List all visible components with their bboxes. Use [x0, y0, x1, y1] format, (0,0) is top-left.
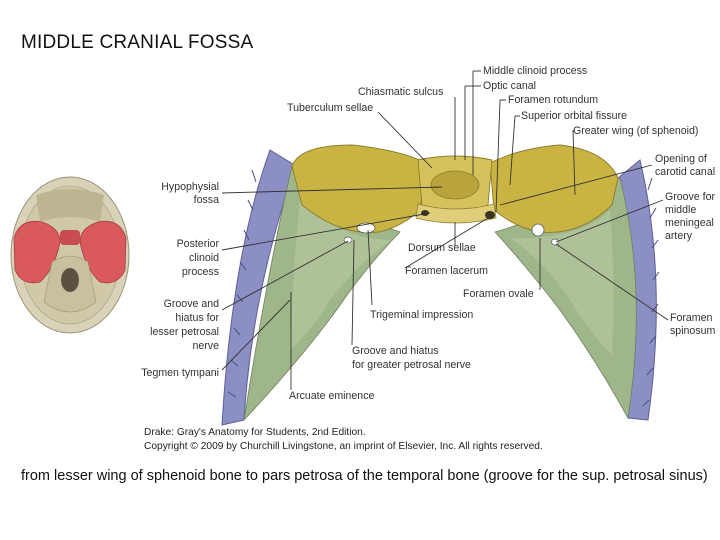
figure-credit: Drake: Gray's Anatomy for Students, 2nd …	[144, 427, 543, 452]
label-opening-carotid-1: Opening of	[655, 153, 707, 165]
label-dorsum-sellae: Dorsum sellae	[408, 242, 476, 254]
label-arcuate-eminence: Arcuate eminence	[289, 390, 374, 402]
label-foramen-spinosum-1: Foramen	[670, 312, 712, 324]
label-groove-lesser-2: hiatus for	[175, 312, 219, 324]
labels: Middle clinoid process Chiasmatic sulcus…	[141, 65, 715, 402]
credit-line-1: Drake: Gray's Anatomy for Students, 2nd …	[144, 427, 366, 438]
label-hypophysial-fossa-1: Hypophysial	[161, 181, 219, 193]
label-groove-greater-1: Groove and hiatus	[352, 345, 439, 357]
label-posterior-clinoid-1: Posterior	[177, 238, 220, 250]
label-foramen-rotundum: Foramen rotundum	[508, 94, 598, 106]
label-groove-lesser-4: nerve	[193, 340, 220, 352]
label-groove-mma-1: Groove for	[665, 191, 716, 203]
label-tuberculum-sellae: Tuberculum sellae	[287, 102, 373, 114]
fossa-illustration	[221, 144, 660, 426]
skull-base-thumbnail	[10, 176, 130, 334]
slide-caption: from lesser wing of sphenoid bone to par…	[21, 468, 708, 484]
label-chiasmatic-sulcus: Chiasmatic sulcus	[358, 86, 443, 98]
label-groove-lesser-3: lesser petrosal	[150, 326, 219, 338]
label-groove-mma-2: middle	[665, 204, 696, 216]
label-opening-carotid-2: carotid canal	[655, 166, 715, 178]
label-middle-clinoid-process: Middle clinoid process	[483, 65, 587, 77]
label-optic-canal: Optic canal	[483, 80, 536, 92]
label-foramen-spinosum-2: spinosum	[670, 325, 716, 337]
label-foramen-lacerum: Foramen lacerum	[405, 265, 488, 277]
label-tegmen-tympani: Tegmen tympani	[141, 367, 219, 379]
label-groove-lesser-1: Groove and	[164, 298, 219, 310]
label-groove-mma-3: meningeal	[665, 217, 714, 229]
label-hypophysial-fossa-2: fossa	[194, 194, 219, 206]
label-greater-wing: Greater wing (of sphenoid)	[573, 125, 698, 137]
label-superior-orbital-fissure: Superior orbital fissure	[521, 110, 627, 122]
label-groove-mma-4: artery	[665, 230, 693, 242]
credit-line-2: Copyright © 2009 by Churchill Livingston…	[144, 441, 543, 452]
label-posterior-clinoid-3: process	[182, 266, 219, 278]
label-posterior-clinoid-2: clinoid	[189, 252, 219, 264]
label-trigeminal-impression: Trigeminal impression	[370, 309, 473, 321]
label-foramen-ovale: Foramen ovale	[463, 288, 534, 300]
slide-title: MIDDLE CRANIAL FOSSA	[21, 32, 254, 53]
leader-lines	[221, 70, 669, 390]
label-groove-greater-2: for greater petrosal nerve	[352, 359, 471, 371]
